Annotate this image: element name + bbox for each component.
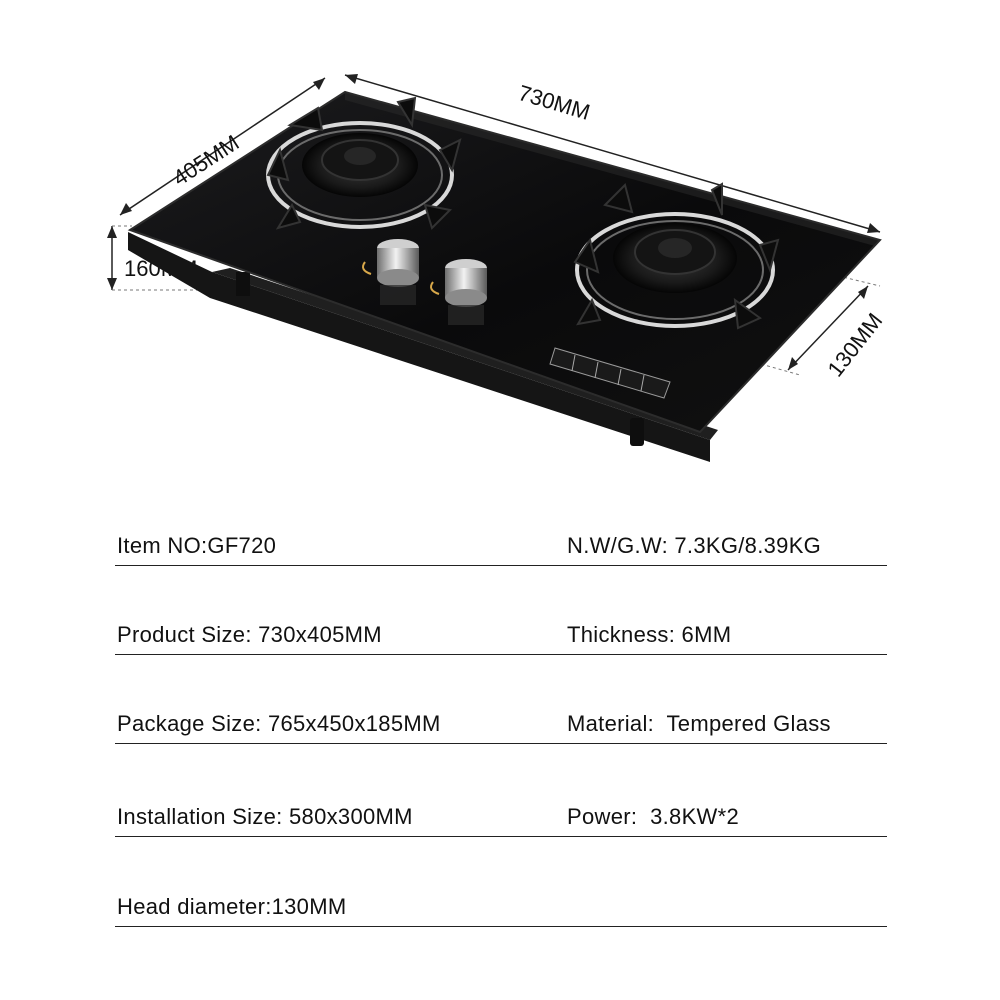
dimension-head-label: 130MM	[822, 308, 887, 381]
burner-right	[573, 182, 780, 330]
spec-power: Power: 3.8KW*2	[567, 804, 740, 829]
dimension-length-label: 730MM	[515, 80, 592, 125]
spec-installation-size: Installation Size: 580x300MM	[117, 804, 413, 829]
spec-weight: N.W/G.W: 7.3KG/8.39KG	[567, 533, 822, 558]
spec-row: Installation Size: 580x300MM Power: 3.8K…	[115, 796, 887, 837]
spec-row: Head diameter:130MM	[115, 886, 887, 927]
spec-item-number: Item NO:GF720	[117, 533, 277, 558]
spec-package-size: Package Size: 765x450x185MM	[117, 711, 441, 736]
gas-stove-illustration: 730MM 405MM 160MM 130MM	[107, 74, 887, 462]
control-knob-left[interactable]	[362, 239, 419, 305]
spec-material: Material: Tempered Glass	[567, 711, 831, 736]
spec-head-diameter: Head diameter:130MM	[117, 894, 347, 919]
spec-row: Item NO:GF720 N.W/G.W: 7.3KG/8.39KG	[115, 525, 887, 566]
spec-row: Package Size: 765x450x185MM Material: Te…	[115, 703, 887, 744]
stove-body	[128, 232, 718, 462]
spec-row: Product Size: 730x405MM Thickness: 6MM	[115, 614, 887, 655]
spec-thickness: Thickness: 6MM	[567, 622, 732, 647]
control-knob-right[interactable]	[430, 259, 487, 325]
burner-left	[266, 96, 462, 230]
spec-product-size: Product Size: 730x405MM	[117, 622, 382, 647]
spec-plate	[549, 347, 671, 399]
